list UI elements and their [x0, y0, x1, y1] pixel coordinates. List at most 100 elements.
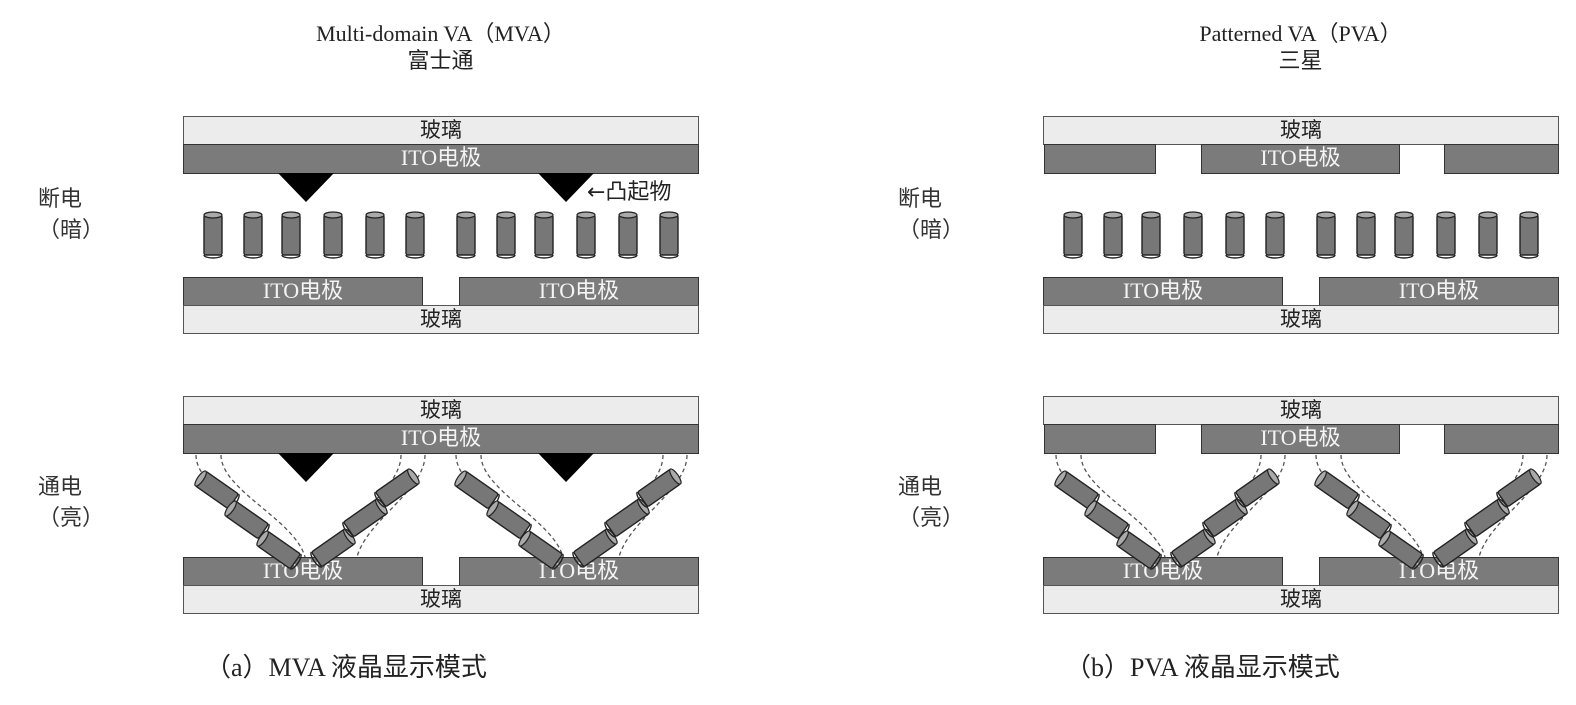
mva-off-bottom-glass: 玻璃 [183, 305, 699, 334]
pva-state-off-label: 断电 （暗） [898, 184, 964, 246]
mva-title-line2: 富士通 [407, 49, 474, 74]
protrusion-triangle [538, 453, 594, 482]
liquid-crystal-rod [534, 211, 554, 259]
field-line [1478, 454, 1548, 558]
field-line [455, 454, 539, 558]
pva-state-on-label: 通电 （亮） [898, 472, 964, 534]
pva-title: Patterned VA（PVA） 三星 [1043, 20, 1558, 76]
state-on-line2: （亮） [38, 506, 105, 531]
pva-on-bottom-glass: 玻璃 [1043, 585, 1559, 614]
mva-on-bottom-glass: 玻璃 [183, 585, 699, 614]
liquid-crystal-rod [243, 211, 263, 259]
pva-on-top-ito-left [1044, 424, 1156, 454]
liquid-crystal-rod [1394, 211, 1414, 259]
field-line [195, 454, 279, 558]
liquid-crystal-rod [372, 466, 422, 510]
pva-caption: （b）PVA 液晶显示模式 [1065, 653, 1340, 682]
mva-state-on-label: 通电 （亮） [38, 472, 104, 534]
liquid-crystal-rod [1478, 211, 1498, 259]
pva-off-top-ito-left [1044, 144, 1156, 174]
pva-on-bottom-ito-right: ITO电极 [1319, 557, 1559, 586]
field-line [1315, 454, 1399, 558]
liquid-crystal-rod [192, 468, 242, 512]
liquid-crystal-rod [576, 211, 596, 259]
liquid-crystal-rod [452, 468, 502, 512]
pva-off-top-ito-right [1444, 144, 1559, 174]
field-line [618, 454, 688, 558]
state-off-line1: 断电 [898, 187, 943, 212]
protrusion-triangle [278, 453, 334, 482]
field-line [480, 454, 564, 558]
liquid-crystal-rod [602, 496, 652, 540]
field-line [332, 454, 402, 558]
liquid-crystal-rod [496, 211, 516, 259]
liquid-crystal-rod [484, 498, 534, 542]
field-line [1216, 454, 1286, 558]
liquid-crystal-rod [1344, 498, 1394, 542]
pva-on-bottom-ito-left: ITO电极 [1043, 557, 1283, 586]
mva-off-top-glass: 玻璃 [183, 116, 699, 145]
liquid-crystal-rod [1316, 211, 1336, 259]
mva-on-bottom-ito-left: ITO电极 [183, 557, 423, 586]
liquid-crystal-rod [1103, 211, 1123, 259]
state-off-line2: （暗） [898, 218, 965, 243]
liquid-crystal-rod [1232, 466, 1282, 510]
liquid-crystal-rod [456, 211, 476, 259]
liquid-crystal-rod [203, 211, 223, 259]
field-line [356, 454, 426, 558]
pva-on-top-ito-right [1444, 424, 1559, 454]
mva-on-bottom-ito-right: ITO电极 [459, 557, 699, 586]
pva-off-top-glass: 玻璃 [1043, 116, 1559, 145]
state-off-line1: 断电 [38, 187, 83, 212]
field-line [220, 454, 306, 558]
liquid-crystal-rod [1312, 468, 1362, 512]
liquid-crystal-rod [659, 211, 679, 259]
state-off-line2: （暗） [38, 218, 105, 243]
pva-off-bottom-glass: 玻璃 [1043, 305, 1559, 334]
liquid-crystal-rod [634, 466, 684, 510]
mva-state-off-label: 断电 （暗） [38, 184, 104, 246]
liquid-crystal-rod [1082, 498, 1132, 542]
pva-title-line1: Patterned VA（PVA） [1199, 21, 1402, 46]
pva-off-top-ito-center: ITO电极 [1201, 144, 1400, 174]
liquid-crystal-rod [1356, 211, 1376, 259]
liquid-crystal-rod [281, 211, 301, 259]
mva-on-top-glass: 玻璃 [183, 396, 699, 425]
pva-off-bottom-ito-left: ITO电极 [1043, 277, 1283, 306]
field-line [1080, 454, 1166, 558]
pva-on-top-ito-center: ITO电极 [1201, 424, 1400, 454]
state-on-line2: （亮） [898, 506, 965, 531]
state-on-line1: 通电 [38, 475, 83, 500]
liquid-crystal-rod [1200, 496, 1250, 540]
liquid-crystal-rod [340, 496, 390, 540]
liquid-crystal-rod [1063, 211, 1083, 259]
liquid-crystal-rod [1494, 466, 1544, 510]
field-line [1454, 454, 1524, 558]
mva-caption: （a）MVA 液晶显示模式 [205, 653, 487, 682]
liquid-crystal-rod [1436, 211, 1456, 259]
liquid-crystal-rod [1462, 496, 1512, 540]
mva-title-line1: Multi-domain VA（MVA） [316, 21, 565, 46]
field-line [1340, 454, 1424, 558]
protrusion-triangle [278, 173, 334, 202]
liquid-crystal-rod [1052, 468, 1102, 512]
field-line [594, 454, 664, 558]
liquid-crystal-rod [1225, 211, 1245, 259]
mva-off-bottom-ito-left: ITO电极 [183, 277, 423, 306]
field-line [1192, 454, 1262, 558]
pva-title-line2: 三星 [1278, 49, 1323, 74]
mva-off-top-ito: ITO电极 [183, 144, 699, 174]
mva-on-top-ito: ITO电极 [183, 424, 699, 454]
protrusion-triangle [538, 173, 594, 202]
liquid-crystal-rod [1265, 211, 1285, 259]
pva-on-top-glass: 玻璃 [1043, 396, 1559, 425]
mva-off-bottom-ito-right: ITO电极 [459, 277, 699, 306]
liquid-crystal-rod [618, 211, 638, 259]
liquid-crystal-rod [222, 498, 272, 542]
state-on-line1: 通电 [898, 475, 943, 500]
pva-off-bottom-ito-right: ITO电极 [1319, 277, 1559, 306]
liquid-crystal-rod [365, 211, 385, 259]
mva-title: Multi-domain VA（MVA） 富士通 [183, 20, 698, 76]
protrusion-label: ←凸起物 [587, 180, 672, 205]
liquid-crystal-rod [1183, 211, 1203, 259]
